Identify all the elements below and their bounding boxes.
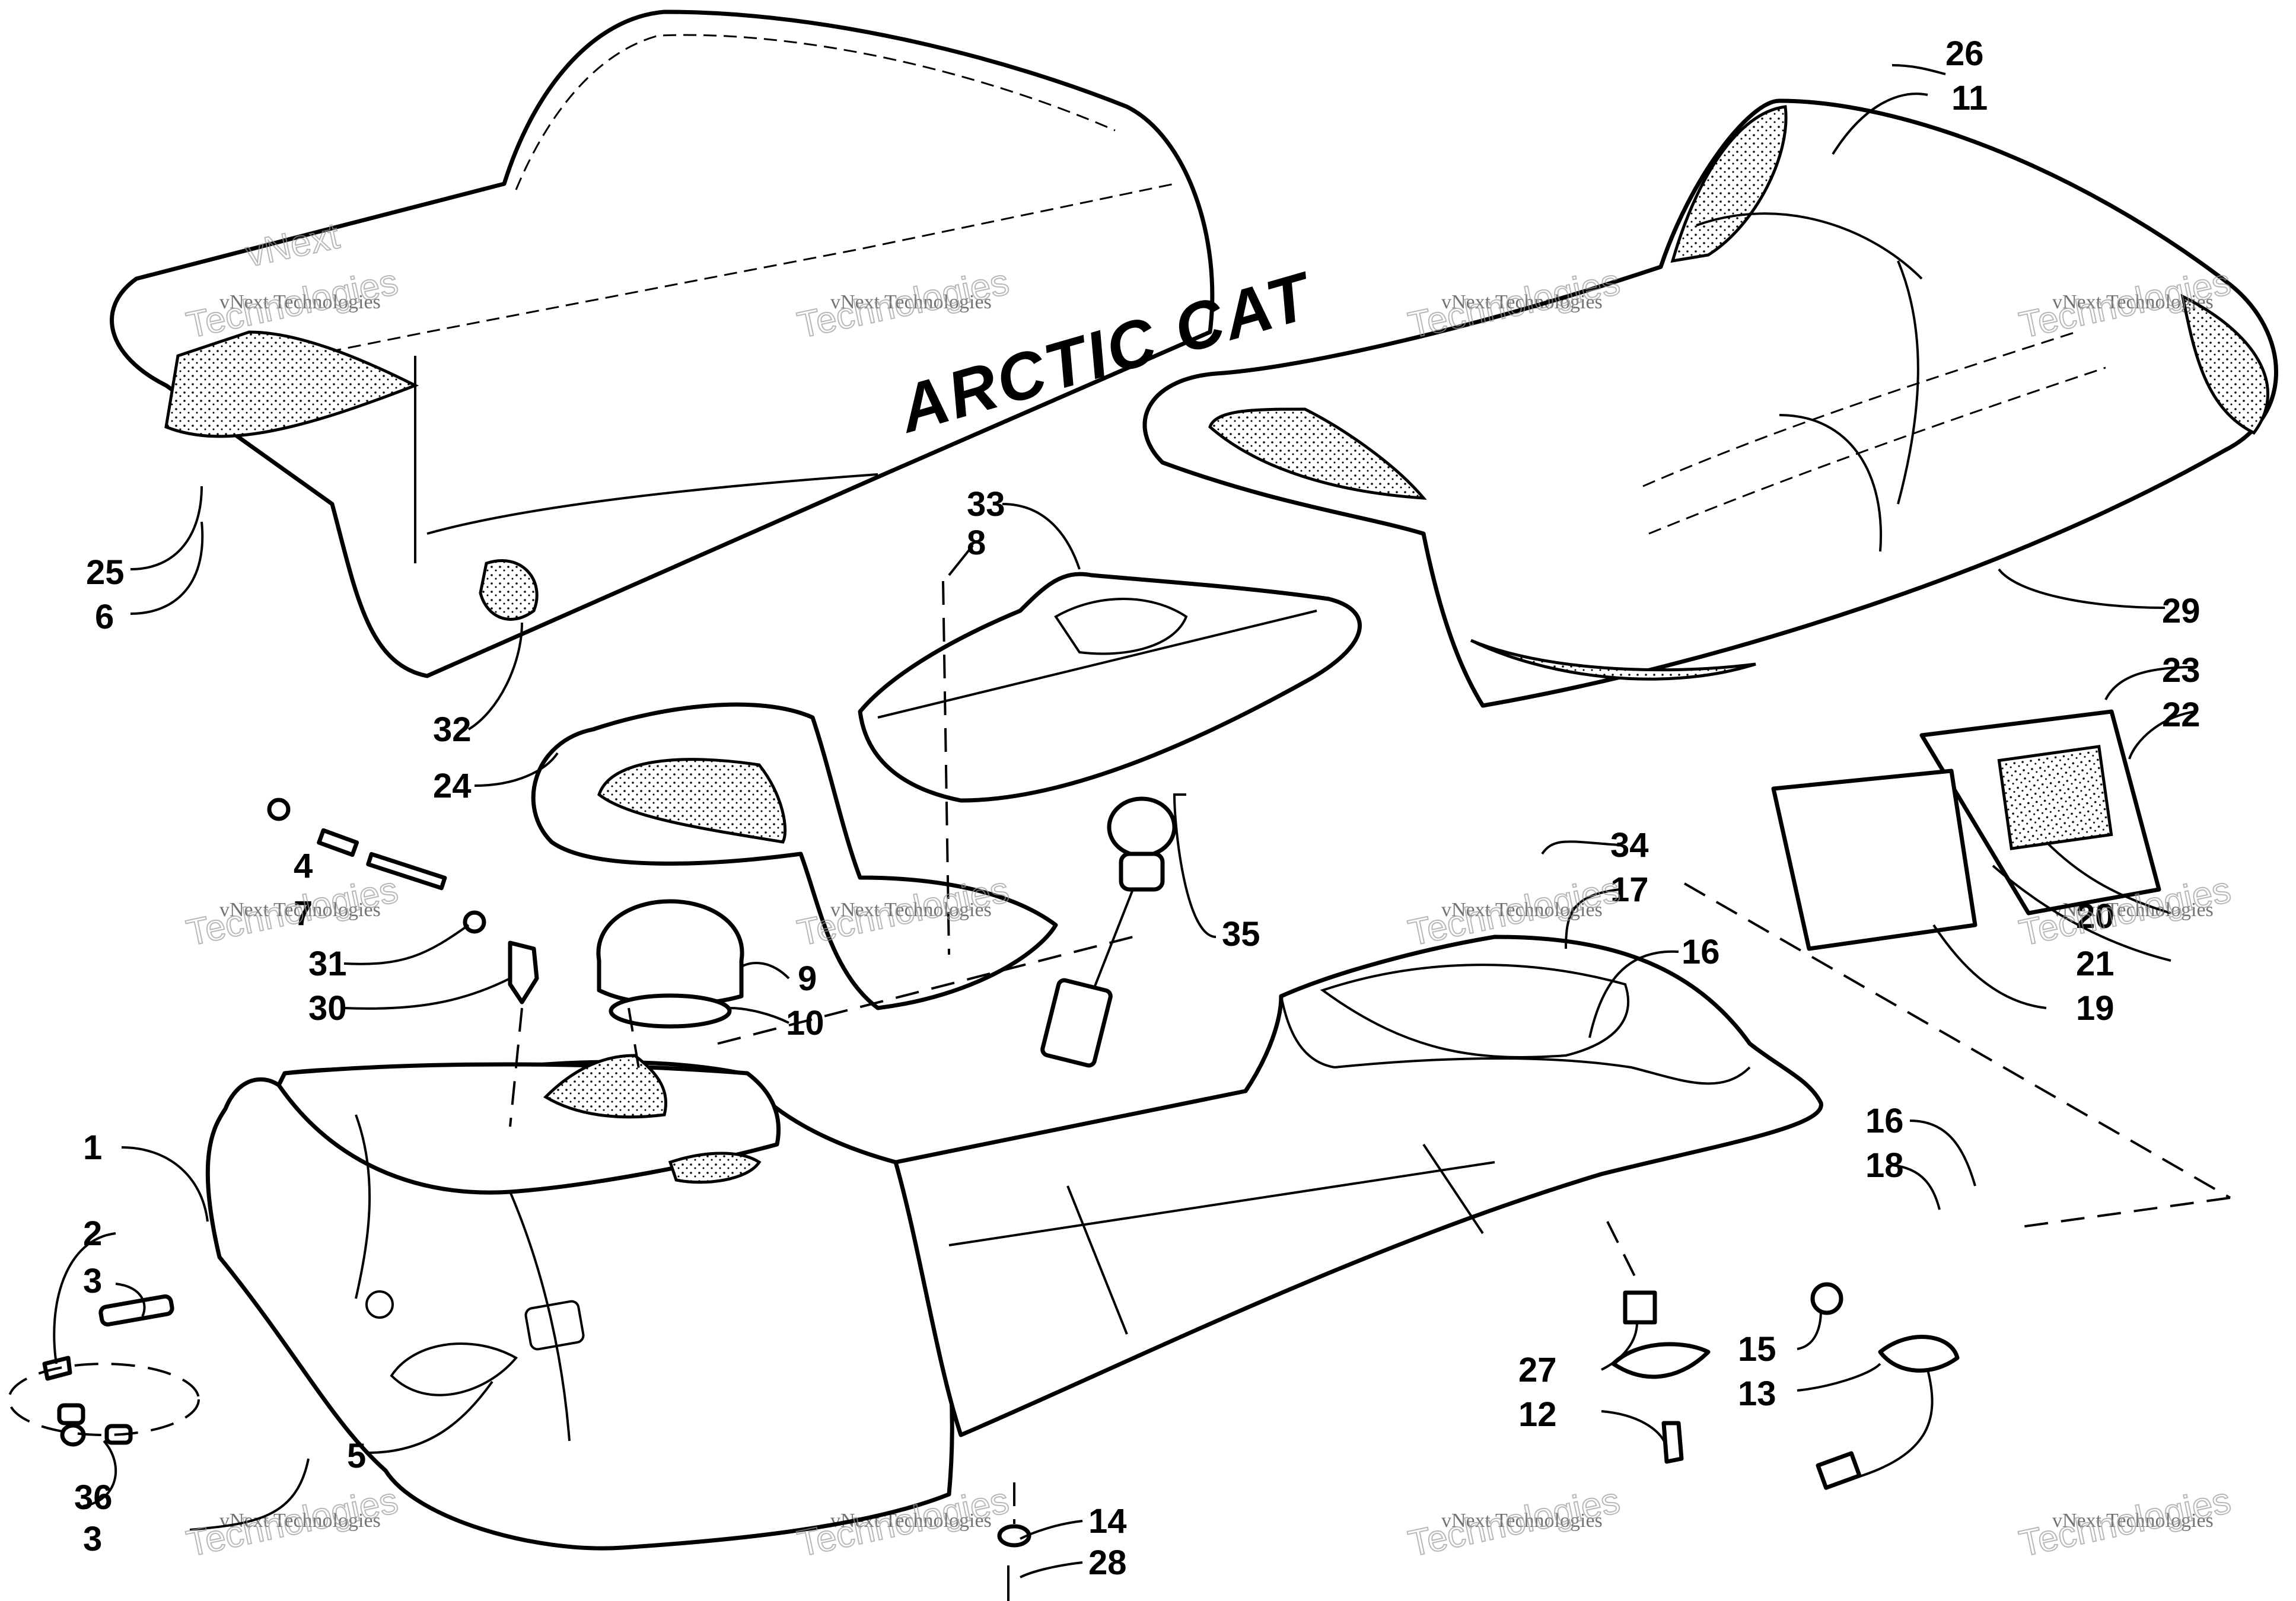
watermark-text: vNext Technologies — [1441, 1510, 1603, 1532]
fuel-line-fittings — [267, 798, 539, 1004]
seat-bracket — [858, 572, 1362, 803]
callout-leaders — [53, 64, 2195, 1578]
watermark-text: Technologies — [1405, 1480, 1623, 1565]
callout-22: 22 — [2162, 696, 2201, 734]
callout-28: 28 — [1088, 1543, 1127, 1582]
callout-25: 25 — [86, 553, 125, 592]
watermark-text: vNext Technologies — [1441, 291, 1603, 313]
callout-6: 6 — [95, 598, 114, 636]
callout-24: 24 — [433, 767, 472, 805]
callout-1: 1 — [83, 1128, 102, 1167]
callout-labels: 1 2 3 5 36 3 25 6 32 24 33 8 4 7 31 30 9… — [74, 34, 2201, 1582]
callout-12: 12 — [1518, 1395, 1557, 1434]
watermark-text: vNext Technologies — [830, 291, 992, 313]
callout-3: 3 — [83, 1262, 102, 1300]
callout-27: 27 — [1518, 1351, 1557, 1389]
watermark-text: Technologies — [2016, 1480, 2234, 1565]
callout-2: 2 — [83, 1214, 102, 1253]
callout-26: 26 — [1945, 34, 1984, 73]
watermark-text: Technologies — [183, 869, 402, 954]
callout-16b: 16 — [1865, 1102, 1904, 1140]
callout-14: 14 — [1088, 1502, 1127, 1541]
seat-left: ARCTIC CAT — [110, 9, 1322, 678]
callout-29: 29 — [2162, 592, 2201, 630]
callout-35: 35 — [1222, 915, 1260, 953]
watermark-text: vNext Technologies — [2052, 1510, 2214, 1532]
callout-18: 18 — [1865, 1146, 1904, 1185]
callout-7: 7 — [294, 894, 313, 933]
callout-13: 13 — [1738, 1374, 1776, 1413]
callout-32: 32 — [433, 710, 472, 749]
watermark-text: vNext Technologies — [219, 1510, 381, 1532]
callout-16: 16 — [1682, 933, 1720, 971]
callout-4: 4 — [294, 847, 313, 885]
watermark-text: vNext Technologies — [2052, 291, 2214, 313]
callout-9: 9 — [798, 959, 817, 998]
callout-36: 36 — [74, 1478, 113, 1517]
fuel-cap — [596, 899, 744, 1029]
callout-8: 8 — [967, 524, 986, 562]
watermark-text: vNext Technologies — [2052, 899, 2214, 921]
callout-5: 5 — [347, 1437, 366, 1475]
seat-right — [1142, 98, 2278, 708]
callout-21: 21 — [2076, 945, 2115, 983]
callout-3b: 3 — [83, 1520, 102, 1558]
callout-31: 31 — [308, 945, 347, 983]
watermark-text: vNext Technologies — [219, 899, 381, 921]
callout-20: 20 — [2076, 897, 2115, 936]
watermark-text: vNext Technologies — [830, 1510, 992, 1532]
callout-19: 19 — [2076, 989, 2115, 1028]
watermark-text: vNext Technologies — [1441, 899, 1603, 921]
watermark-text: vNext Technologies — [830, 899, 992, 921]
callout-30: 30 — [308, 989, 347, 1028]
watermark-text: Technologies — [183, 1480, 402, 1565]
callout-11: 11 — [1951, 79, 1988, 117]
watermark-text: vNext Technologies — [219, 291, 381, 313]
callout-33: 33 — [967, 485, 1005, 524]
fuel-gauge-sender — [1040, 796, 1177, 1068]
callout-17: 17 — [1610, 870, 1649, 909]
callout-10: 10 — [786, 1004, 824, 1042]
taillight-assembly — [1771, 709, 2161, 951]
callout-15: 15 — [1738, 1330, 1776, 1369]
fuel-tank-fittings-left — [8, 1294, 200, 1447]
hardware-bottom — [997, 1282, 1960, 1601]
callout-34: 34 — [1610, 826, 1649, 865]
callout-23: 23 — [2162, 651, 2201, 690]
